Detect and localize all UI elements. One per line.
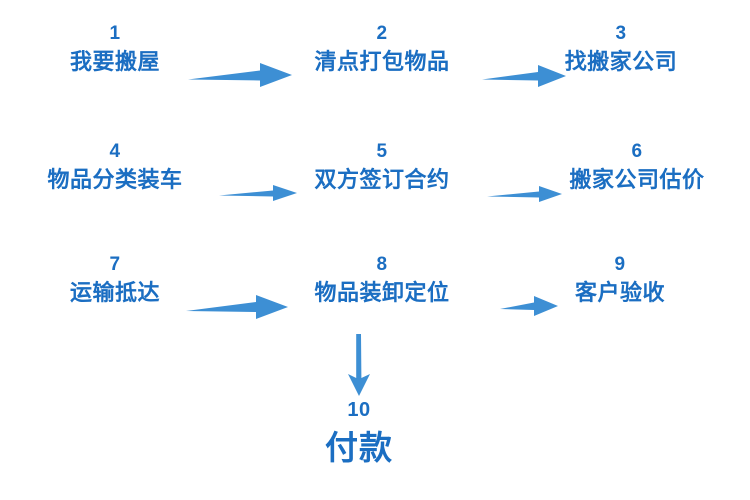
arrow-1-to-2 xyxy=(188,62,292,88)
node-label: 物品装卸定位 xyxy=(314,279,450,305)
node-label: 搬家公司估价 xyxy=(569,166,705,192)
arrow-2-to-3 xyxy=(482,64,566,88)
flow-node-9[interactable]: 9 客户验收 xyxy=(575,255,665,306)
node-number: 6 xyxy=(631,141,643,162)
node-label: 运输抵达 xyxy=(69,279,161,305)
node-number: 7 xyxy=(109,254,121,275)
node-label: 付款 xyxy=(325,429,393,466)
flow-node-6[interactable]: 6 搬家公司估价 xyxy=(569,142,704,193)
arrow-7-to-8 xyxy=(186,294,288,320)
flow-node-5[interactable]: 5 双方签订合约 xyxy=(314,142,449,193)
node-number: 1 xyxy=(109,23,121,44)
flow-node-2[interactable]: 2 清点打包物品 xyxy=(314,24,449,75)
node-number: 4 xyxy=(109,141,121,162)
flow-node-8[interactable]: 8 物品装卸定位 xyxy=(314,255,449,306)
node-number: 10 xyxy=(347,399,371,421)
node-label: 我要搬屋 xyxy=(69,48,161,74)
arrow-4-to-5 xyxy=(219,184,297,202)
node-label: 清点打包物品 xyxy=(314,48,450,74)
node-label: 客户验收 xyxy=(574,279,666,305)
flow-node-7[interactable]: 7 运输抵达 xyxy=(70,255,160,306)
arrow-8-to-10 xyxy=(345,334,373,396)
arrow-5-to-6 xyxy=(487,185,562,203)
node-number: 5 xyxy=(376,141,388,162)
flow-node-10[interactable]: 10 付款 xyxy=(325,400,393,468)
arrow-8-to-9 xyxy=(500,295,558,317)
node-number: 9 xyxy=(614,254,626,275)
node-label: 双方签订合约 xyxy=(314,166,450,192)
flow-node-3[interactable]: 3 找搬家公司 xyxy=(565,24,678,75)
node-label: 物品分类装车 xyxy=(47,166,183,192)
node-label: 找搬家公司 xyxy=(564,48,678,74)
node-number: 8 xyxy=(376,254,388,275)
node-number: 2 xyxy=(376,23,388,44)
node-number: 3 xyxy=(615,23,627,44)
flow-node-1[interactable]: 1 我要搬屋 xyxy=(70,24,160,75)
flow-node-4[interactable]: 4 物品分类装车 xyxy=(47,142,182,193)
